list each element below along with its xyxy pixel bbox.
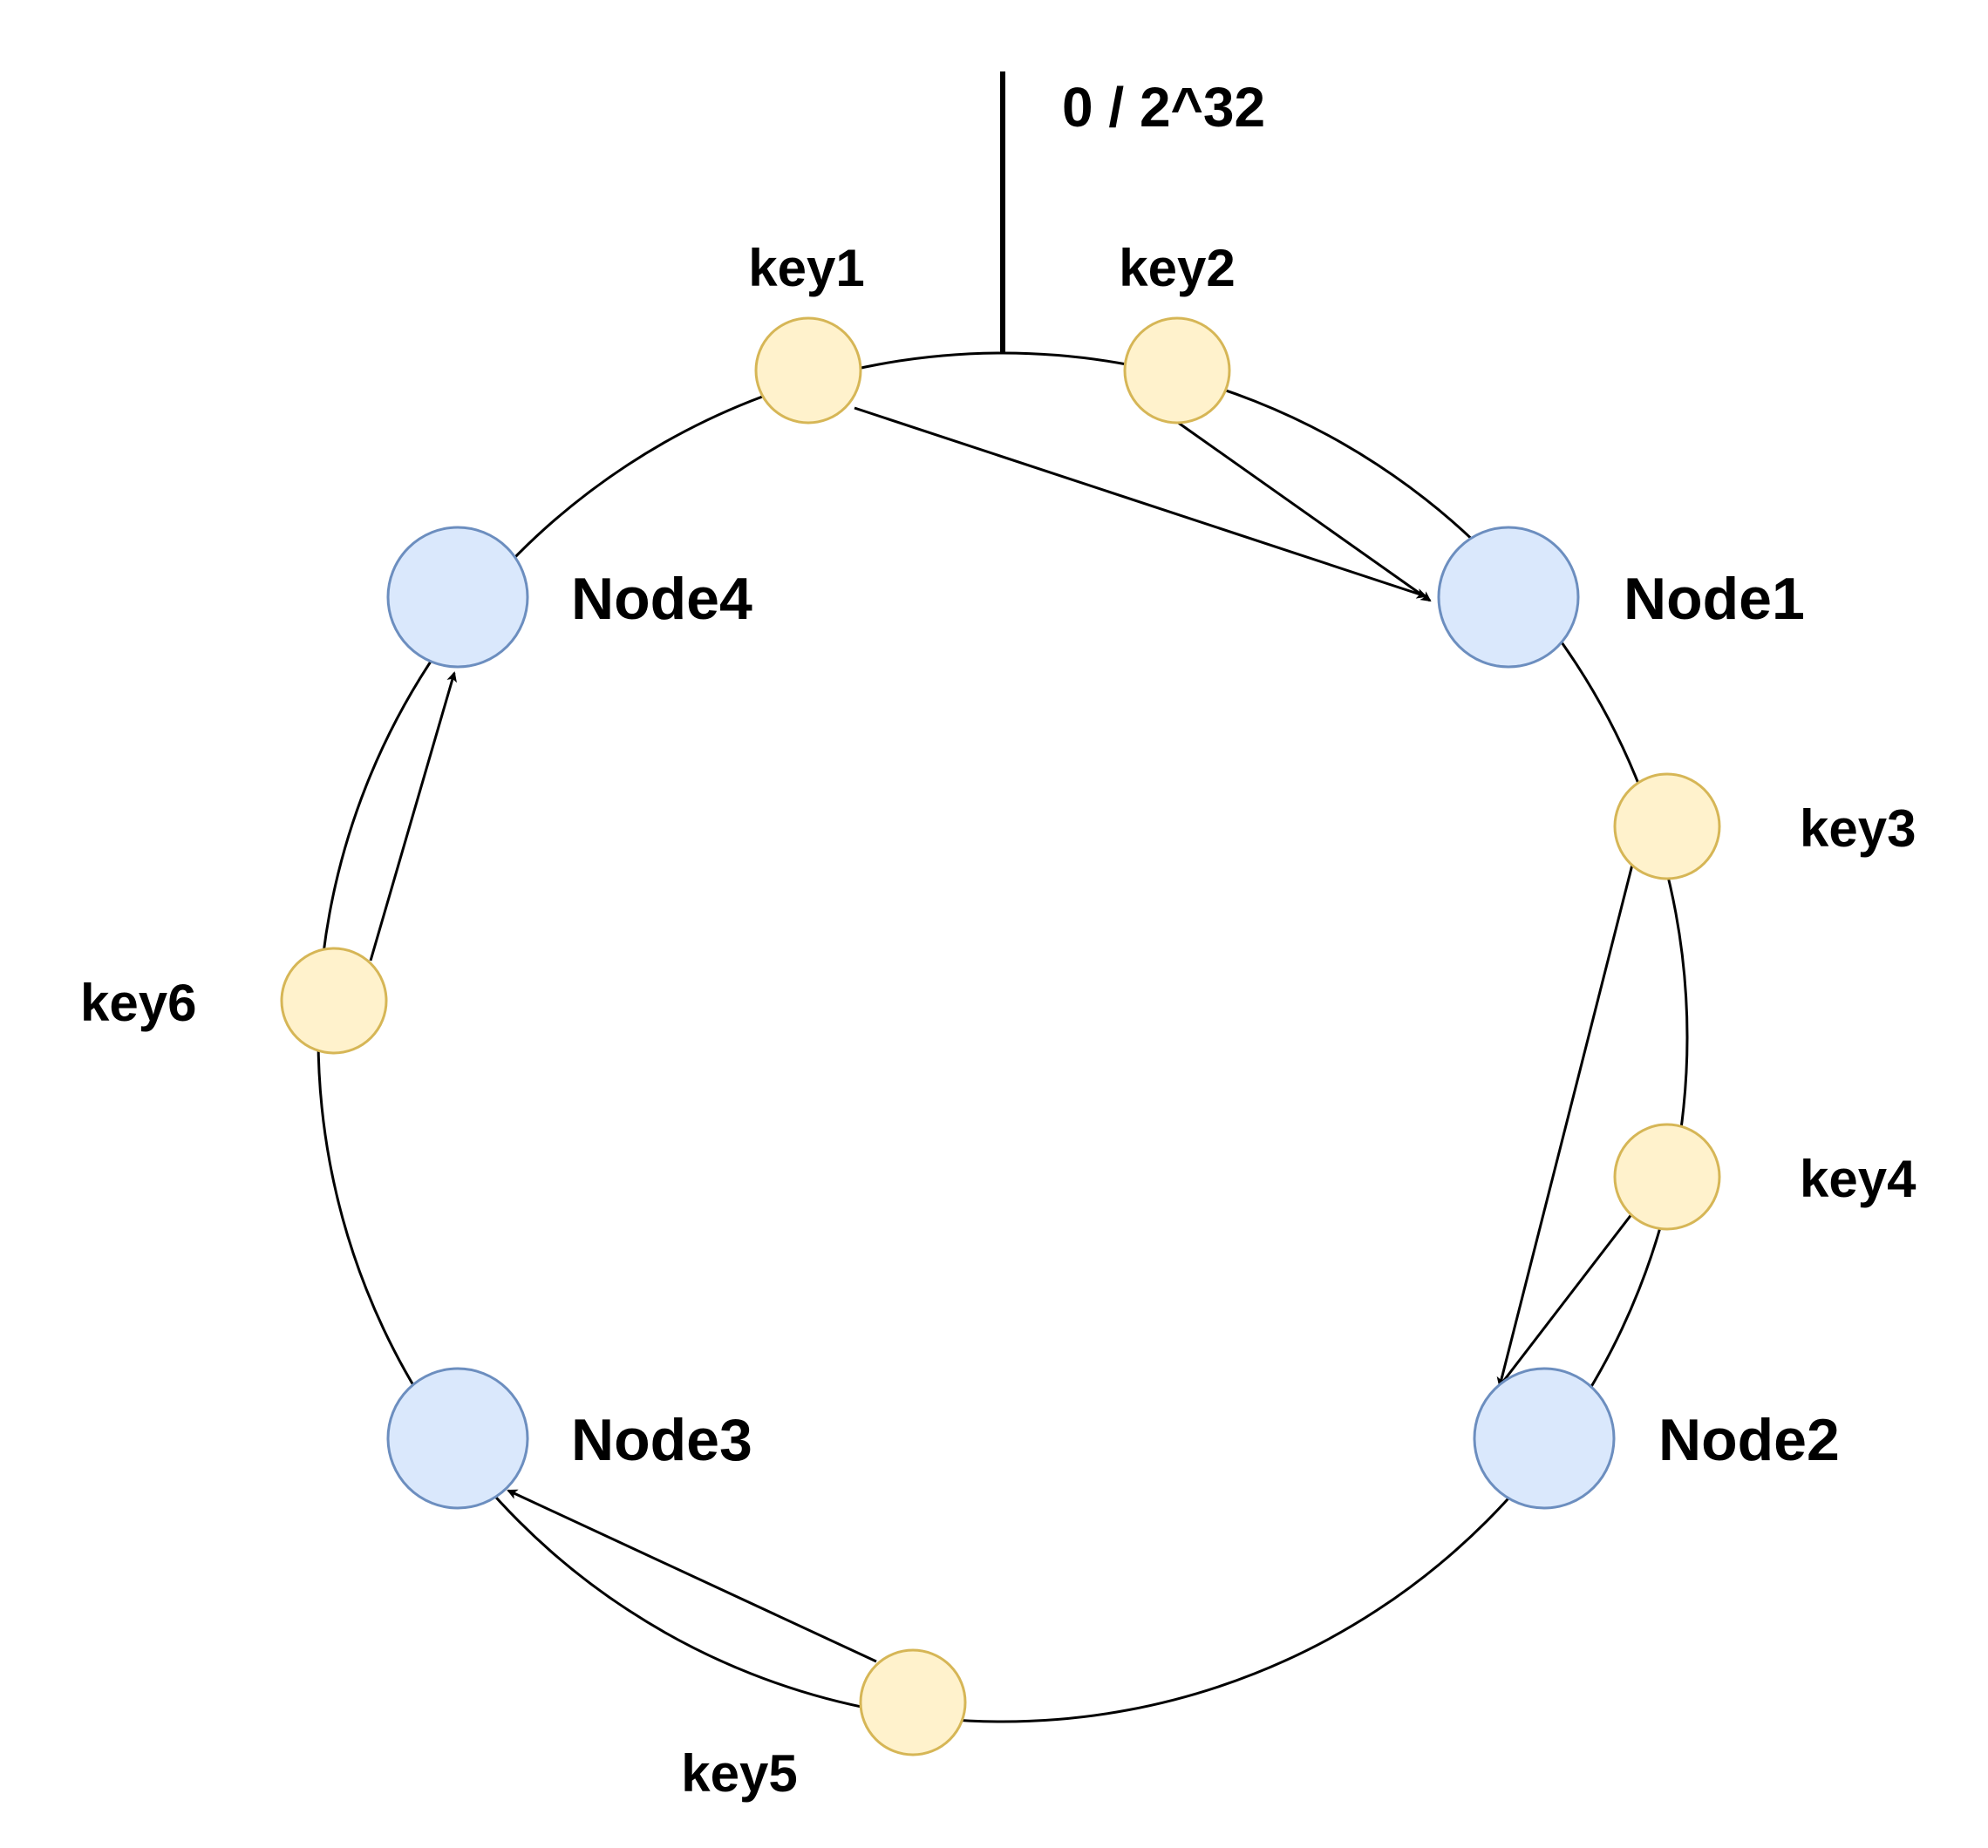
key6-label: key6 <box>80 974 196 1032</box>
key1-label: key1 <box>748 239 864 297</box>
arrow-key5-to-node3 <box>507 1489 877 1663</box>
key2: key2 <box>1119 239 1236 425</box>
key1-circle <box>754 316 862 425</box>
node4: Node4 <box>386 526 752 669</box>
key2-label: key2 <box>1119 239 1235 297</box>
node2-circle <box>1473 1367 1616 1510</box>
key5-circle <box>859 1648 967 1756</box>
arrow-key2-to-node1 <box>1176 420 1432 602</box>
node3-label: Node3 <box>571 1407 752 1473</box>
node4-circle <box>386 526 529 669</box>
arrow-key1-to-node1 <box>854 406 1427 599</box>
arrow-key4-to-node2 <box>1498 1213 1634 1388</box>
ring-origin-label: 0 / 2^32 <box>1062 76 1265 139</box>
node3-circle <box>386 1367 529 1510</box>
key4-circle <box>1613 1123 1721 1231</box>
node4-label: Node4 <box>571 566 752 632</box>
arrow-key3-to-node2 <box>1496 864 1634 1388</box>
key1: key1 <box>748 239 865 425</box>
node1: Node1 <box>1437 526 1805 669</box>
node2: Node2 <box>1473 1367 1840 1510</box>
key6-circle <box>280 947 388 1055</box>
key5: key5 <box>681 1648 967 1803</box>
key4-label: key4 <box>1800 1150 1917 1208</box>
key2-circle <box>1123 316 1231 425</box>
node3: Node3 <box>386 1367 752 1510</box>
arrow-key6-to-node4 <box>369 671 457 961</box>
key3: key3 <box>1613 772 1916 880</box>
key3-circle <box>1613 772 1721 880</box>
node2-label: Node2 <box>1658 1407 1840 1473</box>
key4: key4 <box>1613 1123 1917 1231</box>
key3-label: key3 <box>1800 799 1916 858</box>
key6: key6 <box>80 947 388 1055</box>
node1-label: Node1 <box>1624 566 1805 632</box>
key5-label: key5 <box>681 1744 797 1803</box>
node1-circle <box>1437 526 1580 669</box>
